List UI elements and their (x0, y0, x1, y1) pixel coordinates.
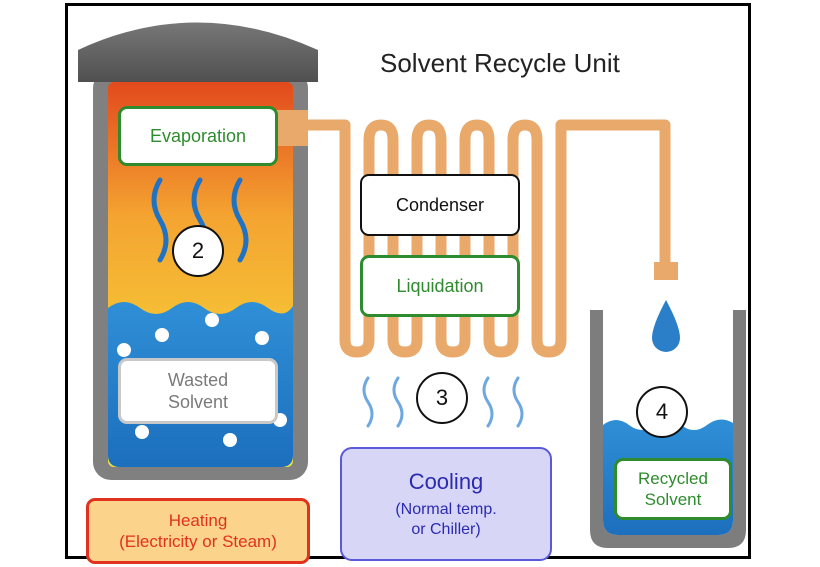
recycled-line-1: Recycled (638, 468, 708, 488)
heating-label: Heating (Electricity or Steam) (86, 498, 310, 564)
condenser-pipe (295, 119, 671, 358)
cooling-label: Cooling (Normal temp. or Chiller) (340, 447, 552, 561)
wasted-solvent-line-2: Solvent (167, 392, 229, 412)
solvent-drop-icon (652, 300, 680, 352)
condenser-text: Condenser (395, 194, 485, 215)
pipe-connector (276, 110, 308, 146)
cooling-waves (362, 376, 524, 428)
cooling-line-2: or Chiller) (411, 520, 481, 538)
wasted-solvent-line-1: Wasted (167, 369, 229, 390)
evaporation-label: Evaporation (118, 106, 278, 166)
cooling-line-1: (Normal temp. (395, 500, 497, 518)
heating-line-2: (Electricity or Steam) (119, 532, 277, 551)
recycled-solvent-label: Recycled Solvent (614, 458, 732, 520)
condenser-label: Condenser (360, 174, 520, 236)
pipe-nozzle (654, 262, 678, 280)
liquidation-label: Liquidation (360, 255, 520, 317)
wasted-solvent-label: Wasted Solvent (118, 358, 278, 424)
step-3-badge: 3 (416, 372, 468, 424)
heating-line-1: Heating (168, 510, 228, 530)
recycled-line-2: Solvent (644, 490, 702, 509)
evaporation-text: Evaporation (149, 125, 247, 146)
vessel-lid (78, 22, 318, 82)
step-2-badge: 2 (172, 225, 224, 277)
liquidation-text: Liquidation (396, 275, 484, 296)
step-4-badge: 4 (636, 386, 688, 438)
cooling-title: Cooling (408, 469, 484, 495)
diagram-title: Solvent Recycle Unit (380, 48, 620, 78)
